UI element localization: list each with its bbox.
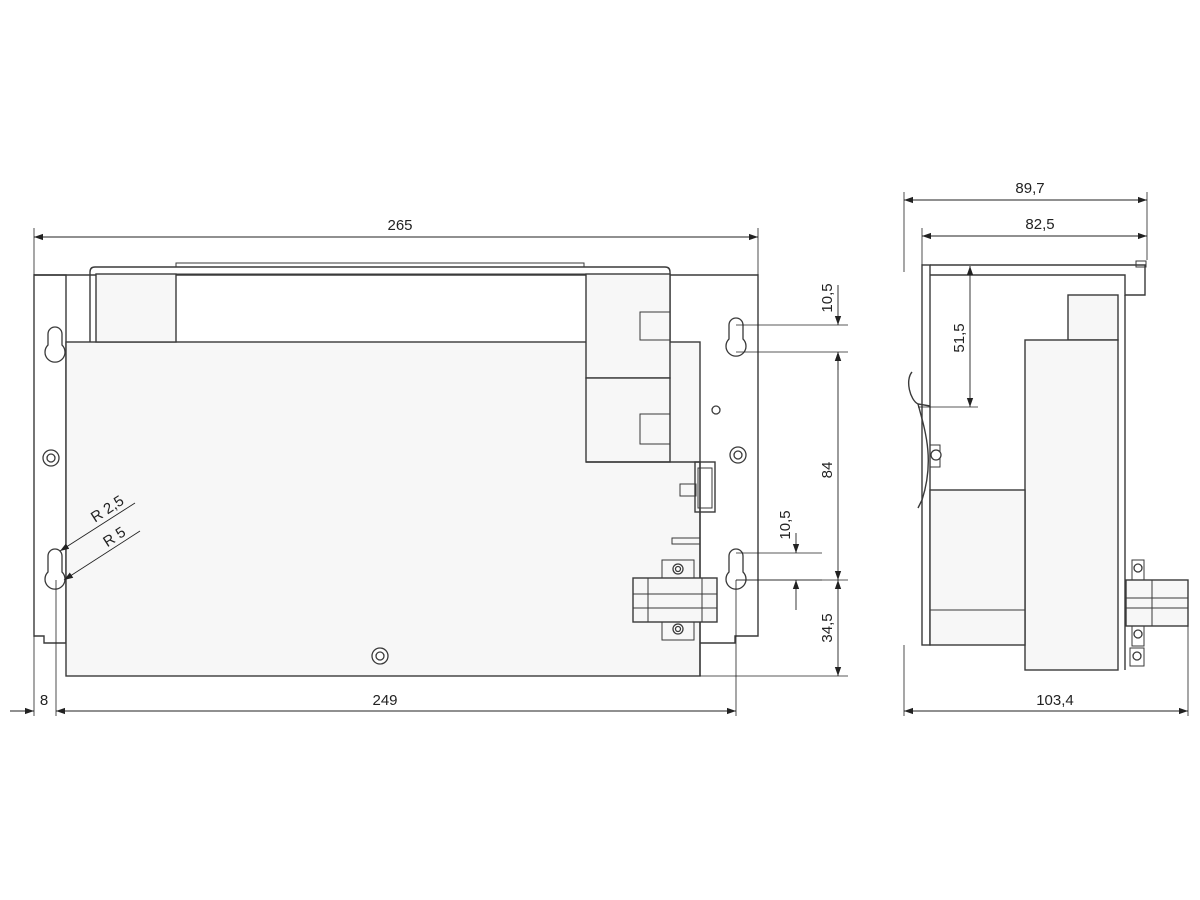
dim-bottom-offset: 34,5 <box>819 613 836 642</box>
dim-overall-width: 265 <box>387 217 412 234</box>
keyhole-bottom-right <box>725 548 747 590</box>
small-hole <box>711 405 721 415</box>
keyhole-top-right <box>725 317 747 357</box>
dim-mount-pitch: 249 <box>372 692 397 709</box>
front-view <box>33 262 759 677</box>
dim-edge-offset: 8 <box>40 692 48 709</box>
screw-bottom <box>371 647 389 665</box>
keyhole-top-left <box>44 326 66 363</box>
top-bracket <box>89 266 671 342</box>
side-view <box>908 260 1189 671</box>
screw-right <box>729 446 747 464</box>
terminal-block-lower <box>585 377 671 463</box>
dim-body-depth: 82,5 <box>1025 216 1054 233</box>
side-terminal <box>1125 559 1189 667</box>
mounting-plate <box>33 274 67 644</box>
dim-hole-spacing: 84 <box>819 462 836 479</box>
keyhole-bottom-left <box>44 548 66 590</box>
connector-clip <box>694 461 716 513</box>
side-body <box>1024 339 1119 671</box>
left-block <box>95 273 177 343</box>
dim-top-hole-offset: 10,5 <box>819 283 836 312</box>
dim-total-width: 103,4 <box>1036 692 1074 709</box>
screw-left <box>42 449 60 467</box>
earth-clamp <box>632 559 718 641</box>
side-dimensions: 89,7 82,5 51,5 103,4 <box>903 180 1189 716</box>
dim-top-section: 51,5 <box>951 323 968 352</box>
terminal-block-upper <box>585 273 671 379</box>
dim-overall-depth: 89,7 <box>1015 180 1044 197</box>
dim-slot-length: 10,5 <box>777 510 794 539</box>
din-clip <box>908 371 931 509</box>
